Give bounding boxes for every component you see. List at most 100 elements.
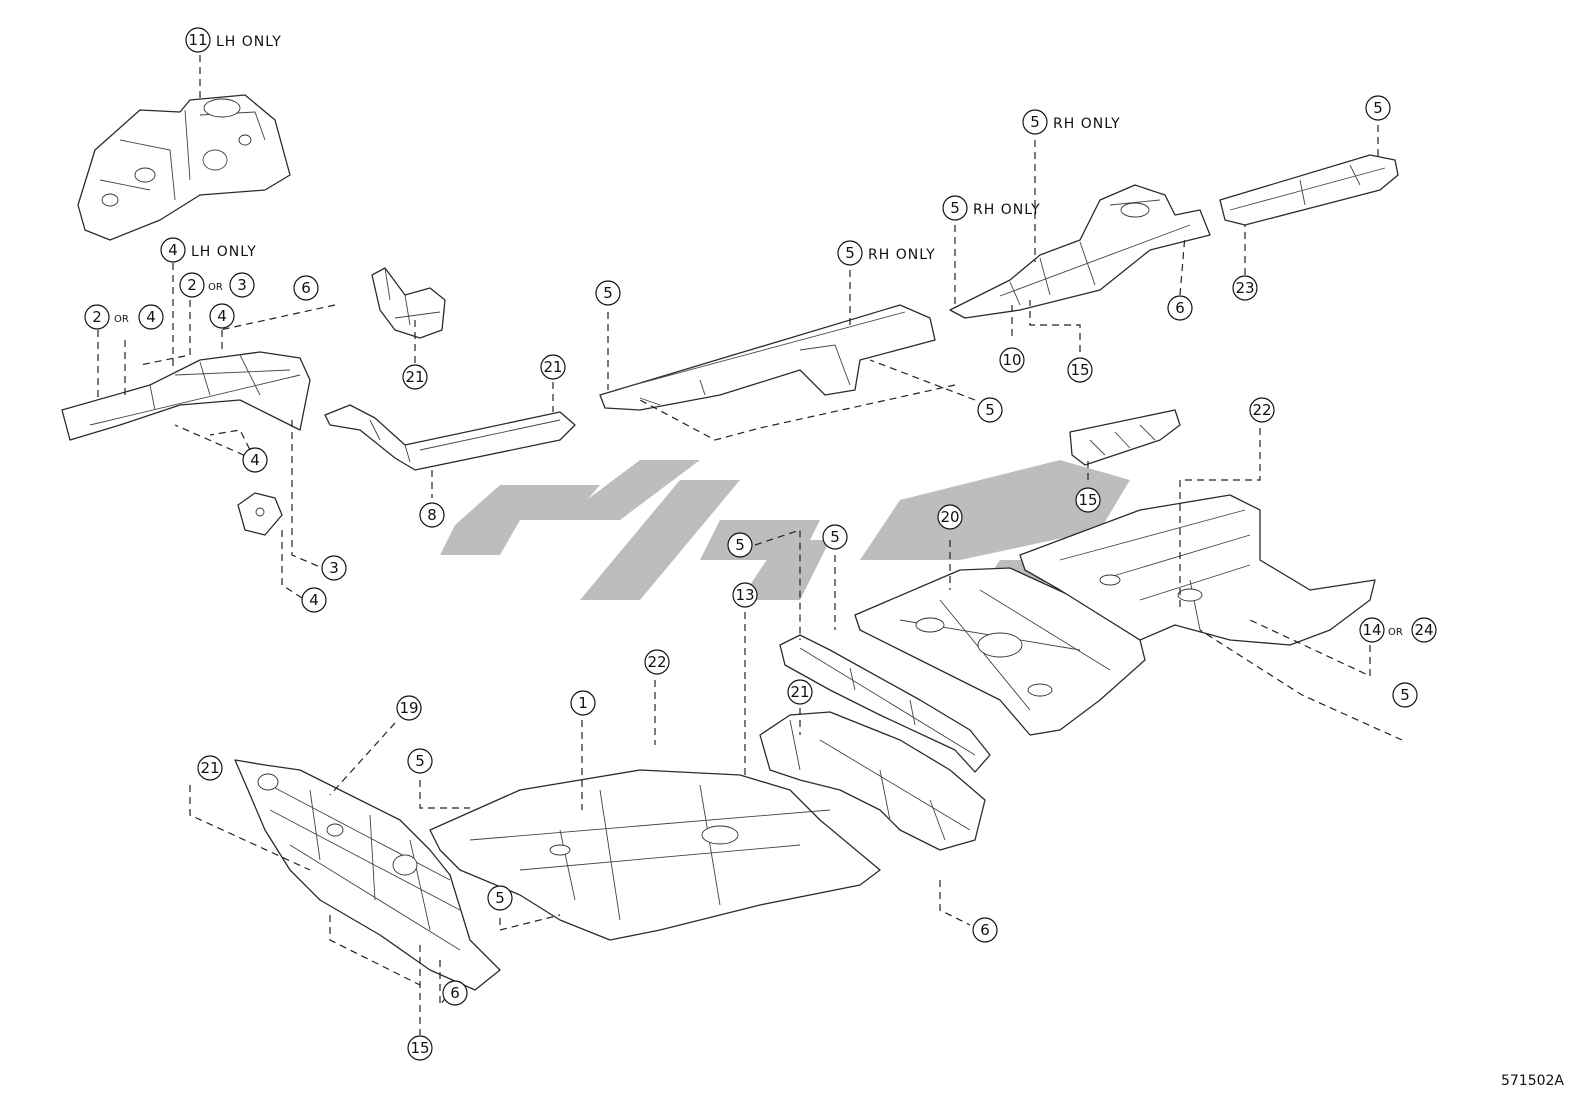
svg-text:21: 21 [405, 368, 424, 386]
callout-21-b: 21 [540, 354, 566, 380]
svg-text:4: 4 [217, 307, 227, 325]
svg-text:14: 14 [1362, 621, 1381, 639]
or-label-c: OR [1388, 627, 1403, 638]
svg-text:15: 15 [1078, 491, 1097, 509]
callout-21-d: 21 [197, 755, 223, 781]
svg-text:5: 5 [1030, 113, 1040, 131]
callout-22-b: 22 [644, 649, 670, 675]
callout-13: 13 [732, 582, 758, 608]
callout-5-e: 5 [727, 532, 753, 558]
callout-8: 8 [419, 502, 445, 528]
note-rh-only-c: RH ONLY [1053, 116, 1121, 132]
svg-text:23: 23 [1235, 279, 1254, 297]
svg-text:6: 6 [980, 921, 990, 939]
callout-5-g: 5 [407, 748, 433, 774]
svg-text:22: 22 [1252, 401, 1271, 419]
callout-3-a: 3 [229, 272, 255, 298]
callout-4-lh: 4 [160, 237, 186, 263]
note-rh-only-a: RH ONLY [868, 247, 936, 263]
callout-5-a: 5 [595, 280, 621, 306]
callout-2-a: 2 [179, 272, 205, 298]
svg-text:2: 2 [187, 276, 197, 294]
part-small-bracket-3 [237, 492, 283, 536]
note-lh-only-4: LH ONLY [191, 244, 257, 260]
part-13-front-floor-pan [429, 769, 881, 941]
svg-text:5: 5 [845, 244, 855, 262]
svg-text:5: 5 [1400, 686, 1410, 704]
callout-21-a: 21 [402, 364, 428, 390]
callout-4-b: 4 [138, 304, 164, 330]
svg-text:15: 15 [410, 1039, 429, 1057]
svg-text:5: 5 [950, 199, 960, 217]
part-22-rear-floor-pan [1019, 494, 1376, 646]
leader-lines [97, 55, 1403, 1035]
part-5-cross-member [779, 634, 991, 773]
part-11-apron-assembly [77, 94, 291, 241]
svg-text:3: 3 [329, 559, 339, 577]
callout-11: 11 [185, 27, 211, 53]
svg-text:6: 6 [301, 279, 311, 297]
svg-text:4: 4 [250, 451, 260, 469]
part-23-rear-rail [1219, 154, 1399, 226]
callout-2-b: 2 [84, 304, 110, 330]
note-rh-only-b: RH ONLY [973, 202, 1041, 218]
svg-text:5: 5 [495, 889, 505, 907]
svg-text:5: 5 [735, 536, 745, 554]
or-label-a: OR [208, 282, 223, 293]
svg-text:5: 5 [1373, 99, 1383, 117]
svg-text:6: 6 [1175, 299, 1185, 317]
svg-text:21: 21 [543, 358, 562, 376]
svg-text:21: 21 [790, 683, 809, 701]
or-label-b: OR [114, 314, 129, 325]
callout-15-a: 15 [1067, 357, 1093, 383]
callout-23: 23 [1232, 275, 1258, 301]
svg-text:10: 10 [1002, 351, 1021, 369]
callout-15-b: 15 [1075, 487, 1101, 513]
callout-24: 24 [1411, 617, 1437, 643]
part-5-center-rail [599, 304, 936, 411]
svg-text:24: 24 [1414, 621, 1433, 639]
svg-text:21: 21 [200, 759, 219, 777]
watermark [440, 460, 1130, 620]
part-8-rocker-rail [324, 404, 576, 471]
part-21-lower-member [759, 711, 986, 851]
callout-3-b: 3 [321, 555, 347, 581]
svg-text:8: 8 [427, 506, 437, 524]
callout-6-a: 6 [293, 275, 319, 301]
svg-text:19: 19 [399, 699, 418, 717]
callout-5-c: 5 [1365, 95, 1391, 121]
part-front-side-member [61, 351, 311, 441]
callout-6-d: 6 [442, 980, 468, 1006]
callout-6-b: 6 [1167, 295, 1193, 321]
svg-text:5: 5 [603, 284, 613, 302]
svg-text:3: 3 [237, 276, 247, 294]
callout-5-h: 5 [487, 885, 513, 911]
callout-5-f: 5 [1392, 682, 1418, 708]
svg-text:13: 13 [735, 586, 754, 604]
part-20-center-floor [854, 567, 1146, 736]
callout-20: 20 [937, 504, 963, 530]
callout-4-c: 4 [209, 303, 235, 329]
svg-text:22: 22 [647, 653, 666, 671]
callout-5-rh-c: 5 [1022, 109, 1048, 135]
callout-21-c: 21 [787, 679, 813, 705]
svg-text:6: 6 [450, 984, 460, 1002]
callout-6-c: 6 [972, 917, 998, 943]
svg-text:11: 11 [188, 31, 207, 49]
callout-22-a: 22 [1249, 397, 1275, 423]
svg-text:5: 5 [830, 528, 840, 546]
svg-text:4: 4 [146, 308, 156, 326]
svg-text:5: 5 [415, 752, 425, 770]
svg-text:15: 15 [1070, 361, 1089, 379]
part-15-bracket [1069, 409, 1181, 466]
svg-text:5: 5 [985, 401, 995, 419]
callout-19: 19 [396, 695, 422, 721]
callout-14: 14 [1359, 617, 1385, 643]
callout-10: 10 [999, 347, 1025, 373]
callout-5-rh-b: 5 [942, 195, 968, 221]
callout-1: 1 [570, 690, 596, 716]
document-id: 571502A [1500, 1073, 1564, 1089]
svg-text:4: 4 [309, 591, 319, 609]
callout-5-rh-a: 5 [837, 240, 863, 266]
